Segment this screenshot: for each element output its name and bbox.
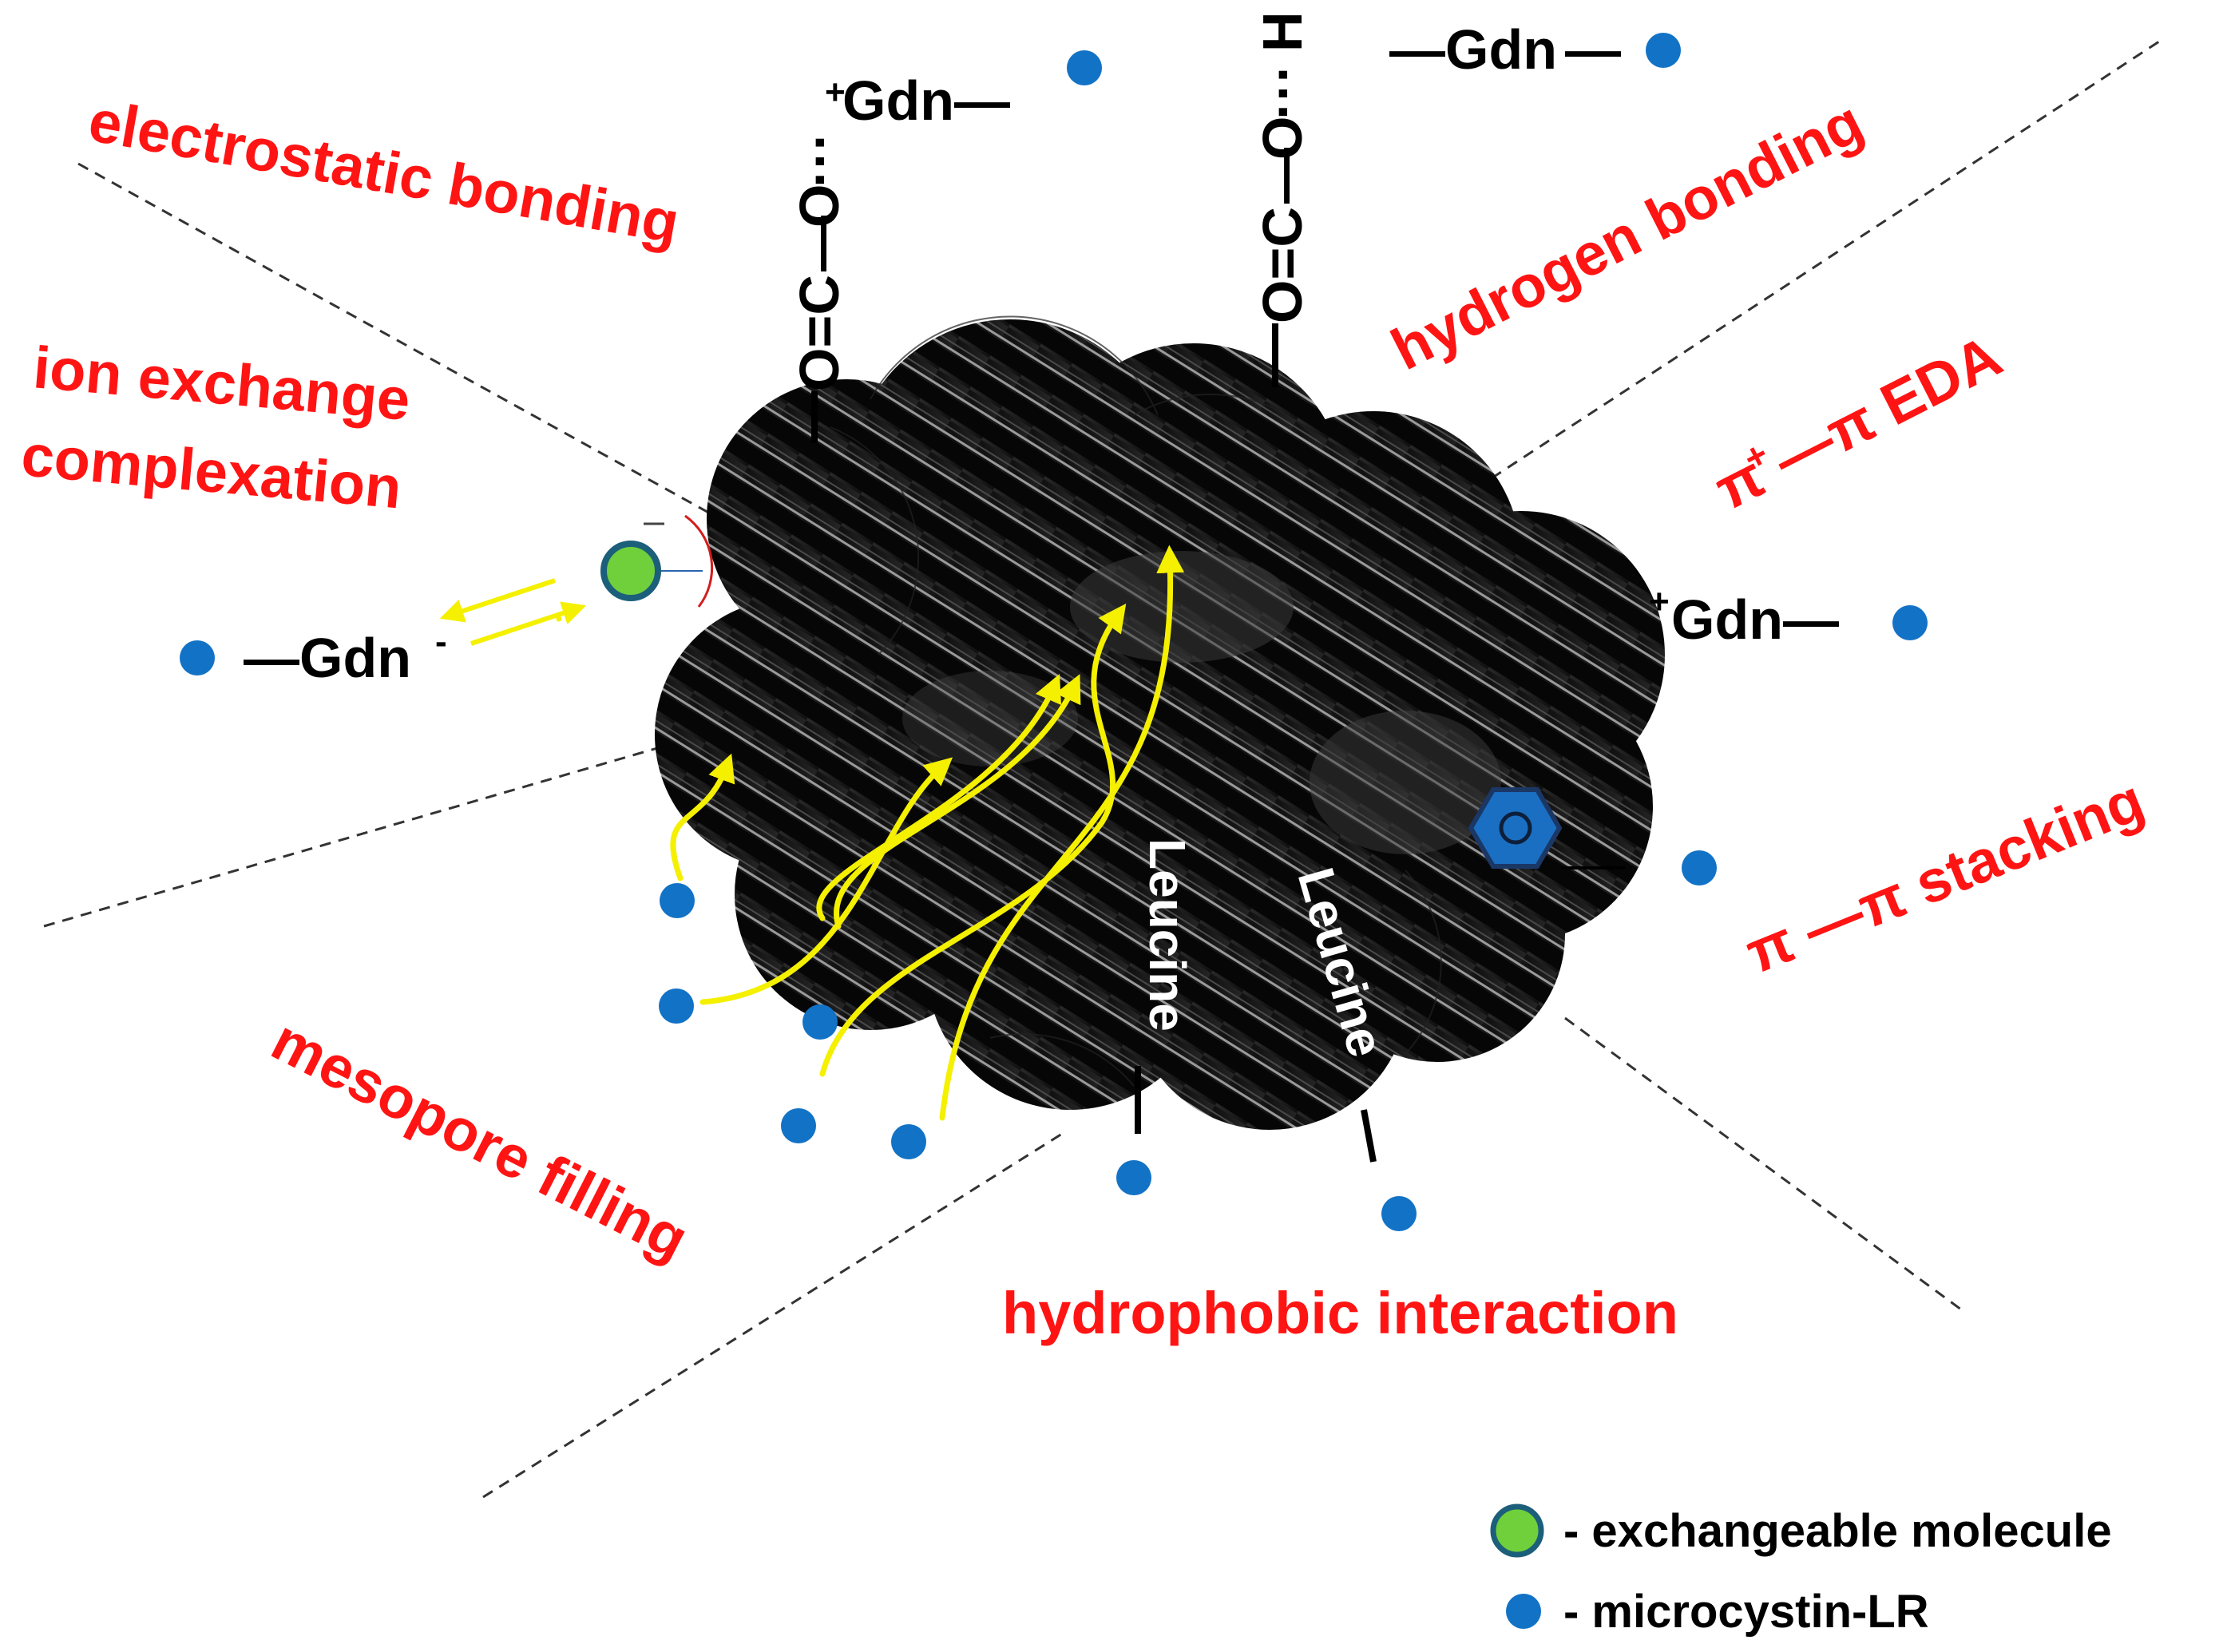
gdn-minus-sign: - (435, 622, 447, 661)
mesopore-dots (659, 883, 926, 1159)
label-pi-eda: π + —π EDA (1705, 322, 2012, 522)
legend-microcystin-icon (1506, 1594, 1541, 1629)
benzene-ring-icon (1468, 787, 1563, 869)
gdn-electrostatic: Gdn— (842, 69, 1010, 132)
microcystin-dot-hydrophobic-1 (1116, 1160, 1151, 1195)
label-hydrogen-bonding: hydrogen bonding (1381, 88, 1873, 382)
exchangeable-molecule (600, 541, 661, 601)
svg-text:H: H (1251, 11, 1314, 52)
label-mesopore-filling: mesopore filling (262, 1006, 699, 1272)
microcystin-dot-hydrogen (1646, 33, 1681, 68)
gdn-plus-sign-electrostatic: + (825, 73, 846, 112)
electrostatic-group: O=C — O ··· (788, 132, 850, 391)
svg-text:O=C: O=C (1251, 207, 1314, 323)
exchange-arc-red (684, 514, 714, 608)
benzene-ring-inner-icon (1499, 811, 1532, 845)
sector-line-upper-left (77, 162, 735, 529)
legend-exchangeable-molecule-icon (1490, 1503, 1544, 1558)
carbon-particle-outline (830, 315, 1442, 1087)
svg-text:···: ··· (1251, 64, 1314, 120)
svg-text:O: O (788, 184, 850, 228)
microcystin-dot-electrostatic (1067, 50, 1102, 85)
svg-text:···: ··· (788, 132, 850, 188)
mesopore-arrows (670, 545, 1185, 1121)
gdn-hydrogen-dash: — (1565, 18, 1621, 81)
gdn-minus-left: —Gdn (244, 627, 411, 689)
microcystin-dot-eda (1892, 605, 1928, 640)
gdn-hydrogen: —Gdn (1389, 18, 1557, 81)
sector-line-upper-right (1475, 40, 2160, 490)
sector-line-lower-right (1564, 1016, 1962, 1311)
label-electrostatic-bonding: electrostatic bonding (84, 87, 684, 256)
legend-exchangeable-molecule: - exchangeable molecule (1563, 1505, 2112, 1557)
svg-text:O: O (1251, 117, 1314, 160)
label-ion-exchange: ion exchange (31, 334, 413, 433)
hydrogen-group: O=C — O ··· H (1251, 11, 1314, 323)
svg-text:—: — (1251, 148, 1314, 204)
microcystin-dot-hydrophobic-2 (1381, 1196, 1417, 1231)
gdn-eda: Gdn— (1671, 588, 1839, 651)
carbon-particle (655, 319, 1665, 1130)
label-hydrophobic-interaction: hydrophobic interaction (1002, 1280, 1678, 1346)
microcystin-dot-stacking (1682, 850, 1717, 885)
label-pi-pi-stacking: π —π stacking (1737, 767, 2153, 986)
label-complexation: complexation (19, 422, 404, 521)
microcystin-dot-ion-exchange (180, 640, 215, 675)
leucine-label-1: Leucine (1139, 838, 1196, 1032)
exchange-arrows (439, 578, 587, 646)
legend-microcystin-lr: - microcystin-LR (1563, 1586, 1929, 1638)
legend: - exchangeable molecule - microcystin-LR (1490, 1503, 2112, 1638)
svg-text:—: — (788, 216, 850, 271)
svg-text:—π EDA: —π EDA (1763, 322, 2012, 493)
leucine-bond-2 (1361, 1109, 1377, 1163)
svg-text:O=C: O=C (788, 275, 850, 391)
sector-line-left (43, 745, 664, 928)
gdn-plus-sign-eda: + (1649, 582, 1670, 621)
